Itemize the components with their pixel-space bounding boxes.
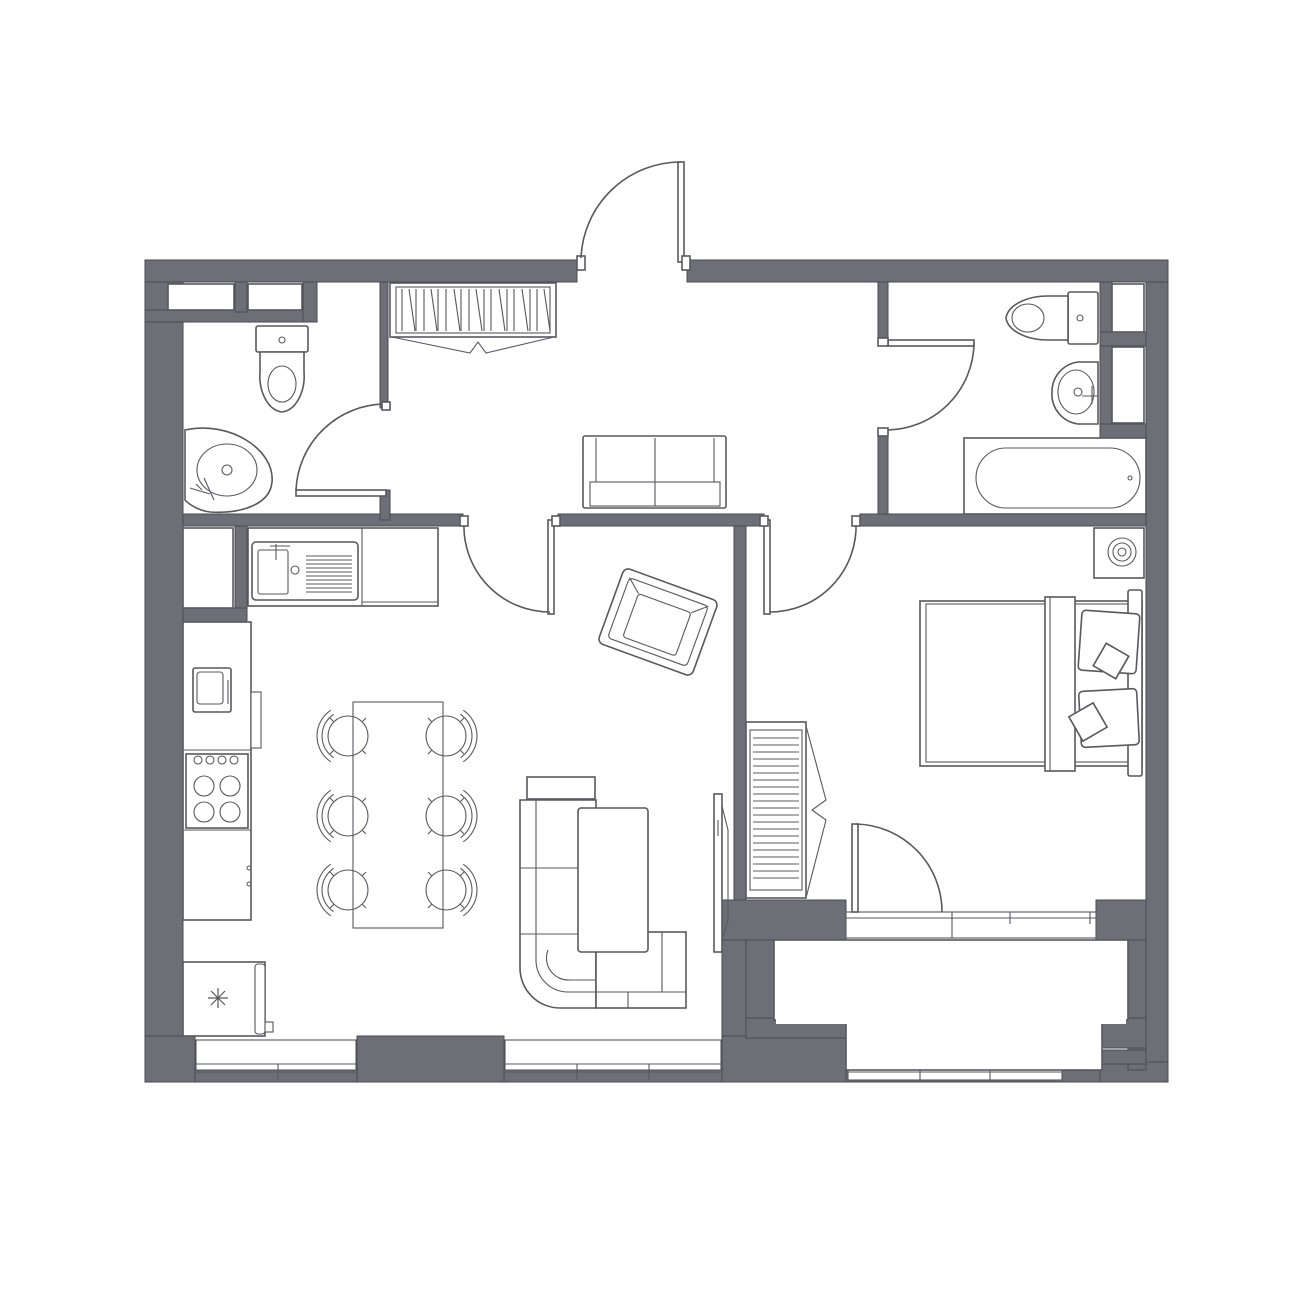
bedroom-door bbox=[759, 515, 861, 615]
microwave-icon bbox=[192, 667, 232, 713]
dining-table bbox=[352, 701, 444, 929]
toilet-left bbox=[184, 325, 309, 514]
kitchen-sink-icon bbox=[251, 541, 359, 601]
living bbox=[519, 568, 729, 1009]
tv-icon bbox=[713, 793, 729, 953]
toilet-icon bbox=[255, 325, 309, 413]
doors bbox=[295, 161, 975, 913]
toilet-left-door bbox=[295, 401, 391, 497]
dining bbox=[316, 701, 478, 929]
hallway bbox=[389, 282, 727, 509]
dining-chair bbox=[425, 789, 478, 843]
washing-machine-icon bbox=[1093, 527, 1145, 579]
dining-chair bbox=[425, 863, 478, 917]
sink-icon bbox=[1051, 361, 1099, 425]
entrance-door bbox=[576, 161, 691, 271]
dining-chair bbox=[316, 709, 369, 763]
dining-chair bbox=[316, 863, 369, 917]
dining-chair bbox=[425, 709, 478, 763]
bathroom-right bbox=[963, 291, 1147, 515]
fridge bbox=[182, 961, 274, 1037]
walls bbox=[144, 259, 1169, 1083]
balcony-door bbox=[851, 823, 943, 913]
bedroom bbox=[745, 527, 1145, 899]
snowflake-icon bbox=[208, 988, 228, 1008]
corner-sofa bbox=[519, 776, 687, 1009]
double-bed bbox=[919, 589, 1143, 777]
stove-icon bbox=[185, 753, 249, 829]
hall-bench bbox=[582, 435, 727, 509]
bathtub-icon bbox=[963, 437, 1147, 515]
balcony bbox=[773, 939, 1129, 1071]
wardrobe-bedroom bbox=[745, 721, 827, 899]
bathroom-right-door bbox=[877, 337, 975, 437]
kitchen bbox=[182, 527, 439, 1037]
armchair bbox=[598, 568, 718, 676]
pillow-icon bbox=[1067, 609, 1141, 749]
wall-niches-left bbox=[167, 283, 1145, 609]
wardrobe-hall bbox=[389, 282, 557, 354]
dining-chair bbox=[316, 789, 369, 843]
toilet-icon bbox=[1005, 291, 1099, 345]
corner-sink-icon bbox=[184, 427, 273, 514]
kitchen-door bbox=[459, 515, 561, 615]
